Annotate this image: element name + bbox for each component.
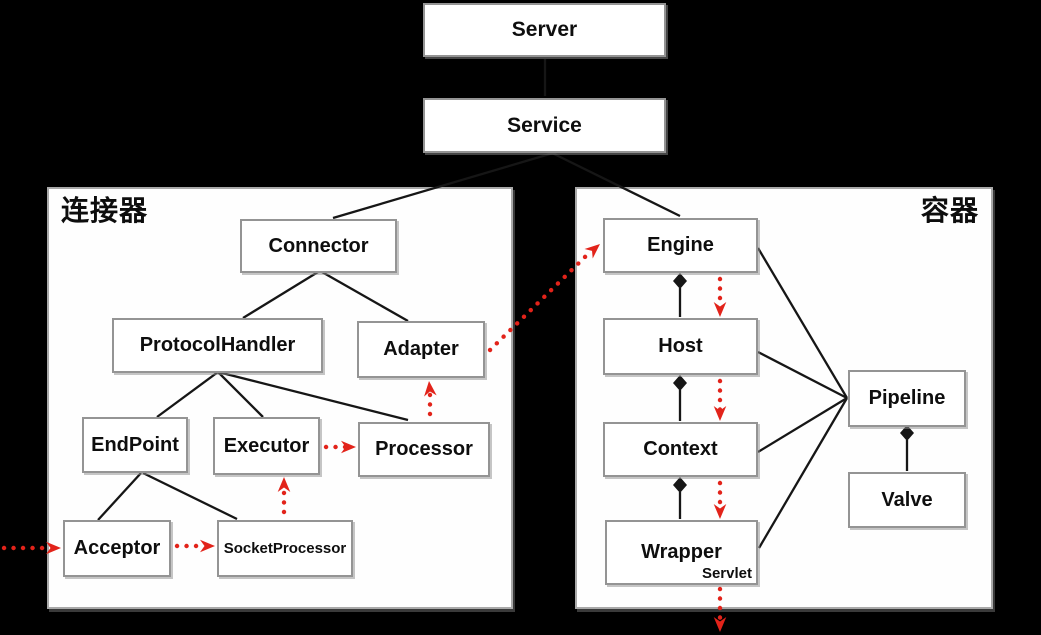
server-label: Server (511, 18, 578, 41)
node-adapter: Adapter (357, 321, 485, 378)
processor-label: Processor (375, 438, 473, 460)
flow-arrowhead-icon (584, 244, 600, 259)
flow-arrowhead-icon (713, 617, 727, 632)
node-endpoint: EndPoint (82, 417, 188, 473)
association-line (217, 370, 409, 422)
node-socket-processor: SocketProcessor (217, 520, 353, 577)
adapter-label: Adapter (383, 338, 459, 360)
endpoint-label: EndPoint (91, 433, 179, 456)
wrapper-sublabel: Servlet (701, 565, 752, 582)
composition-diamond-icon (673, 477, 687, 493)
flow-arrowhead-icon (200, 539, 215, 553)
association-line (758, 397, 848, 549)
flow-arrowhead-icon (46, 541, 61, 555)
valve-label: Valve (881, 488, 933, 511)
node-engine: Engine (603, 218, 758, 273)
association-line (757, 397, 848, 453)
flow-arrowhead-icon (713, 406, 727, 421)
connector-group-label: 连接器 (61, 195, 149, 226)
node-executor: Executor (213, 417, 320, 475)
association-line (97, 472, 142, 521)
flow-arrowhead-icon (277, 477, 291, 492)
protocol-handler-label: ProtocolHandler (139, 334, 296, 356)
association-line (321, 271, 409, 322)
composition-diamond-icon (673, 273, 687, 289)
association-line (757, 350, 848, 400)
composition-diamond-icon (900, 425, 914, 441)
node-service: Service (423, 98, 666, 153)
flow-arrowhead-icon (713, 302, 727, 317)
association-line (757, 247, 848, 399)
service-label: Service (507, 113, 582, 137)
wrapper-label: Wrapper (641, 541, 722, 563)
node-processor: Processor (358, 422, 490, 477)
association-line (332, 149, 561, 220)
pipeline-label: Pipeline (868, 387, 946, 409)
node-connector: Connector (240, 219, 397, 273)
node-context: Context (603, 422, 758, 477)
engine-label: Engine (647, 234, 714, 256)
association-line (242, 271, 319, 319)
node-acceptor: Acceptor (63, 520, 171, 577)
association-line (547, 149, 681, 218)
flow-dotted-line (487, 253, 589, 353)
association-line (217, 371, 264, 418)
host-label: Host (658, 335, 703, 357)
association-line (142, 471, 238, 521)
connector-label: Connector (268, 234, 369, 257)
association-line (156, 371, 219, 418)
acceptor-label: Acceptor (73, 537, 161, 559)
flow-arrowhead-icon (713, 504, 727, 519)
node-host: Host (603, 318, 758, 375)
node-valve: Valve (848, 472, 966, 528)
executor-label: Executor (223, 434, 310, 457)
composition-diamond-icon (673, 375, 687, 391)
context-label: Context (643, 438, 718, 460)
node-protocol-handler: ProtocolHandler (112, 318, 323, 373)
node-server: Server (423, 3, 666, 57)
node-pipeline: Pipeline (848, 370, 966, 427)
flow-arrowhead-icon (424, 381, 437, 397)
flow-arrowhead-icon (341, 440, 356, 454)
socket-processor-label: SocketProcessor (223, 540, 347, 557)
container-group-label: 容器 (920, 195, 979, 226)
